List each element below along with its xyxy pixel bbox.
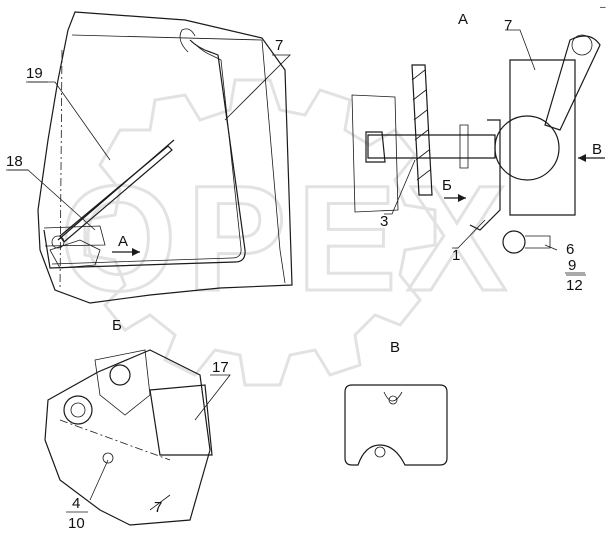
bracket-hole-top bbox=[388, 395, 398, 405]
label-19: 19 bbox=[26, 65, 43, 82]
crank-lever bbox=[544, 35, 601, 131]
motor-body bbox=[509, 59, 576, 216]
label-17: 17 bbox=[212, 359, 229, 376]
wiper-motor bbox=[49, 239, 101, 269]
label-arrow-a: А bbox=[118, 233, 128, 250]
arrow-a-head bbox=[132, 248, 140, 256]
arrow-v-head bbox=[578, 154, 586, 162]
label-18: 18 bbox=[6, 153, 23, 170]
view-b-dashed bbox=[59, 419, 171, 461]
mount-plate bbox=[44, 349, 211, 526]
shaft-nut bbox=[365, 131, 386, 163]
small-screw bbox=[102, 452, 114, 464]
watermark: OPEX bbox=[59, 78, 517, 387]
label-7-top: 7 bbox=[504, 17, 512, 34]
label-view-a: А bbox=[458, 11, 468, 28]
view-arrows bbox=[112, 154, 605, 256]
label-7-right: 7 bbox=[275, 37, 283, 54]
cab-outline bbox=[37, 11, 293, 304]
window-frame-inner bbox=[51, 43, 242, 265]
hatched-wall bbox=[411, 64, 433, 196]
cab-inner-line bbox=[71, 34, 263, 41]
crank-eye bbox=[571, 34, 593, 56]
cab-view bbox=[37, 11, 293, 304]
motor-gearbox bbox=[494, 115, 560, 181]
label-4: 4 bbox=[72, 495, 80, 512]
view-a bbox=[351, 34, 601, 254]
cab-pillar bbox=[261, 39, 286, 284]
pivot-bolt bbox=[109, 364, 131, 386]
watermark-gear bbox=[83, 78, 437, 387]
label-10: 10 bbox=[68, 515, 85, 532]
window-hook bbox=[179, 28, 196, 53]
bracket-slot bbox=[383, 391, 403, 402]
label-1: 1 bbox=[452, 247, 460, 264]
view-b bbox=[44, 349, 213, 526]
label-12: 12 bbox=[566, 277, 583, 294]
label-arrow-v: В bbox=[592, 141, 602, 158]
label-9: 9 bbox=[568, 257, 576, 274]
label-3: 3 bbox=[380, 213, 388, 230]
watermark-text: OPEX bbox=[60, 154, 517, 322]
bracket-plate bbox=[344, 384, 448, 466]
bolt-stem bbox=[525, 235, 551, 249]
label-view-b: Б bbox=[112, 317, 122, 334]
bracket-bolt bbox=[502, 230, 526, 254]
label-arrow-b: Б bbox=[442, 177, 452, 194]
wiper-pivot bbox=[51, 235, 65, 249]
mount-nut bbox=[63, 395, 93, 425]
label-7-bottom: 7 bbox=[154, 499, 162, 516]
panel-left bbox=[351, 94, 399, 213]
label-view-v: В bbox=[390, 339, 400, 356]
shaft bbox=[367, 134, 496, 159]
mount-nut-hole bbox=[70, 402, 86, 418]
view-v bbox=[344, 384, 448, 466]
bracket-hole-bottom bbox=[374, 446, 386, 458]
label-underlines bbox=[6, 81, 586, 513]
labels: А 7 – 7 19 18 В Б А 3 1 6 9 12 Б В 17 4 … bbox=[6, 2, 606, 532]
motor-housing bbox=[149, 384, 213, 456]
label-6: 6 bbox=[566, 241, 574, 258]
wiper-blade bbox=[59, 145, 173, 243]
arrow-b-head bbox=[458, 194, 466, 202]
window-bottom bbox=[43, 225, 106, 247]
shaft-washer bbox=[459, 124, 469, 169]
label-corner: – bbox=[600, 2, 606, 13]
link-arm bbox=[94, 349, 151, 416]
